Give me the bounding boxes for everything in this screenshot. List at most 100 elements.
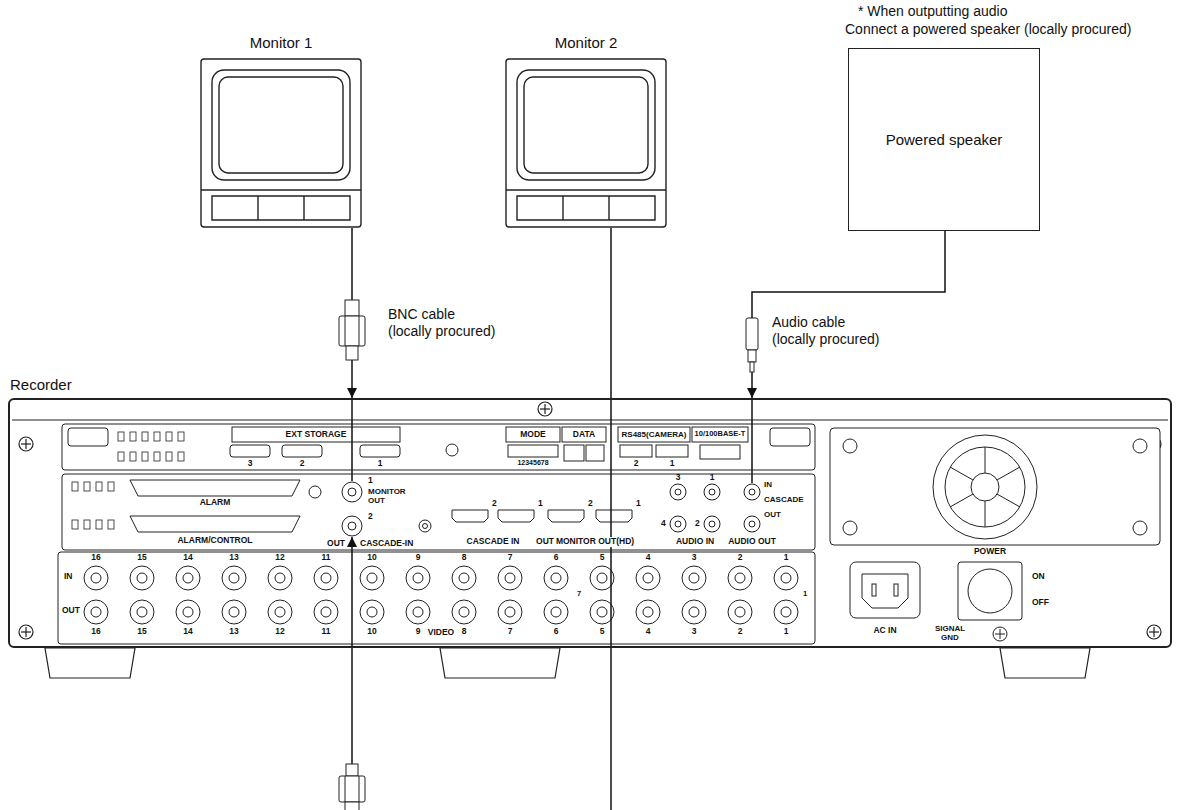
video-bnc-port bbox=[268, 566, 292, 590]
panel-label: 10/100BASE-T bbox=[695, 430, 746, 439]
storage-card bbox=[360, 445, 400, 457]
panel-label: 15 bbox=[137, 627, 146, 637]
power-panel bbox=[958, 562, 1022, 620]
video-bnc-port bbox=[130, 600, 154, 624]
video-bnc-port bbox=[544, 600, 568, 624]
vent-slot bbox=[84, 520, 90, 529]
io-card bbox=[62, 474, 815, 550]
recorder-chassis bbox=[8, 398, 1172, 648]
panel-label: 14 bbox=[183, 553, 192, 563]
storage-card bbox=[68, 428, 108, 446]
video-bnc-ports bbox=[84, 566, 798, 624]
fan-unit bbox=[830, 428, 1160, 545]
video-bnc-port bbox=[275, 607, 285, 617]
video-bnc-port bbox=[360, 566, 384, 590]
recorder-chassis bbox=[19, 625, 33, 639]
io-card bbox=[130, 480, 300, 496]
bnc-plug bbox=[359, 316, 360, 346]
panel-label: 4 bbox=[646, 553, 651, 563]
panel-label: 2 bbox=[492, 499, 497, 509]
panel-label: 1 bbox=[803, 590, 807, 599]
fan-unit bbox=[985, 447, 986, 473]
fan-unit bbox=[945, 447, 1025, 527]
panel-label: 1 bbox=[538, 499, 543, 509]
video-bnc-port bbox=[459, 607, 469, 617]
video-bnc-port bbox=[498, 600, 522, 624]
vent-slot bbox=[166, 452, 172, 461]
panel-label: DATA bbox=[573, 430, 595, 440]
panel-label: MONITOR OUT bbox=[368, 487, 412, 505]
box-label: Powered speaker bbox=[886, 131, 1003, 148]
video-bnc-port bbox=[314, 600, 338, 624]
panel-label: 1 bbox=[784, 553, 789, 563]
panel-label: RS485(CAMERA) bbox=[622, 430, 687, 439]
fan-unit bbox=[997, 467, 1020, 480]
video-bnc-port bbox=[643, 573, 653, 583]
panel-label: 12 bbox=[275, 553, 284, 563]
panel-label: OUT bbox=[536, 537, 554, 547]
audio-plug bbox=[746, 318, 758, 372]
video-bnc-port bbox=[406, 600, 430, 624]
vent-slots bbox=[72, 432, 184, 529]
panel-label: 9 bbox=[416, 627, 421, 637]
io-card bbox=[130, 516, 300, 532]
bnc-plug bbox=[339, 776, 365, 802]
panel-label: 16 bbox=[91, 553, 100, 563]
vent-slot bbox=[96, 520, 102, 529]
panel-label: 5 bbox=[600, 627, 605, 637]
video-bnc-port bbox=[406, 566, 430, 590]
panel-label: 11 bbox=[322, 627, 331, 637]
video-bnc-port bbox=[551, 607, 561, 617]
video-bnc-port bbox=[176, 566, 200, 590]
panel-label: OUT bbox=[764, 510, 781, 519]
monitor-outline bbox=[201, 59, 361, 227]
io-card bbox=[596, 510, 632, 522]
video-bnc-port bbox=[682, 600, 706, 624]
video-bnc-port bbox=[498, 600, 522, 624]
monitor-outline bbox=[506, 59, 666, 227]
panel-label: 2 bbox=[588, 499, 593, 509]
power-panel bbox=[862, 574, 908, 608]
vent-slot bbox=[154, 452, 160, 461]
vent-slot bbox=[72, 482, 78, 491]
panel-label: 2 bbox=[368, 512, 373, 522]
io-card bbox=[419, 520, 431, 532]
video-bnc-port bbox=[137, 573, 147, 583]
vent-slot bbox=[142, 432, 148, 441]
panel-label: 2 bbox=[634, 459, 639, 469]
video-bnc-port bbox=[130, 566, 154, 590]
video-bnc-port bbox=[314, 566, 338, 590]
audio-plug bbox=[750, 362, 754, 372]
io-card bbox=[704, 516, 720, 532]
video-bnc-port bbox=[360, 600, 384, 624]
video-bnc-port bbox=[689, 607, 699, 617]
storage-card bbox=[564, 445, 584, 461]
panel-label: 1 bbox=[670, 459, 675, 469]
storage-card bbox=[618, 427, 690, 442]
monitor-outline bbox=[524, 77, 648, 173]
panel-label: 13 bbox=[229, 627, 238, 637]
vent-slot bbox=[142, 452, 148, 461]
panel-label: 1 bbox=[378, 459, 383, 469]
video-bnc-port bbox=[643, 607, 653, 617]
monitor-outline bbox=[506, 59, 666, 227]
panel-label: CASCADE bbox=[764, 495, 804, 504]
video-bnc-port bbox=[222, 566, 246, 590]
video-bnc-port bbox=[551, 573, 561, 583]
panel-label: 7 bbox=[508, 627, 513, 637]
video-bnc-port bbox=[406, 566, 430, 590]
video-bnc-port bbox=[84, 566, 108, 590]
io-card bbox=[704, 484, 720, 500]
video-bnc-port bbox=[91, 607, 101, 617]
fan-unit bbox=[843, 521, 857, 535]
video-bnc-port bbox=[413, 573, 423, 583]
video-bnc-port bbox=[452, 566, 476, 590]
bnc-plug bbox=[345, 300, 359, 316]
video-bnc-port bbox=[636, 600, 660, 624]
unit-heading: Monitor 1 bbox=[200, 34, 362, 51]
video-bnc-port bbox=[774, 600, 798, 624]
storage-card bbox=[562, 427, 606, 442]
video-bnc-port bbox=[505, 573, 515, 583]
video-bnc-port bbox=[268, 600, 292, 624]
